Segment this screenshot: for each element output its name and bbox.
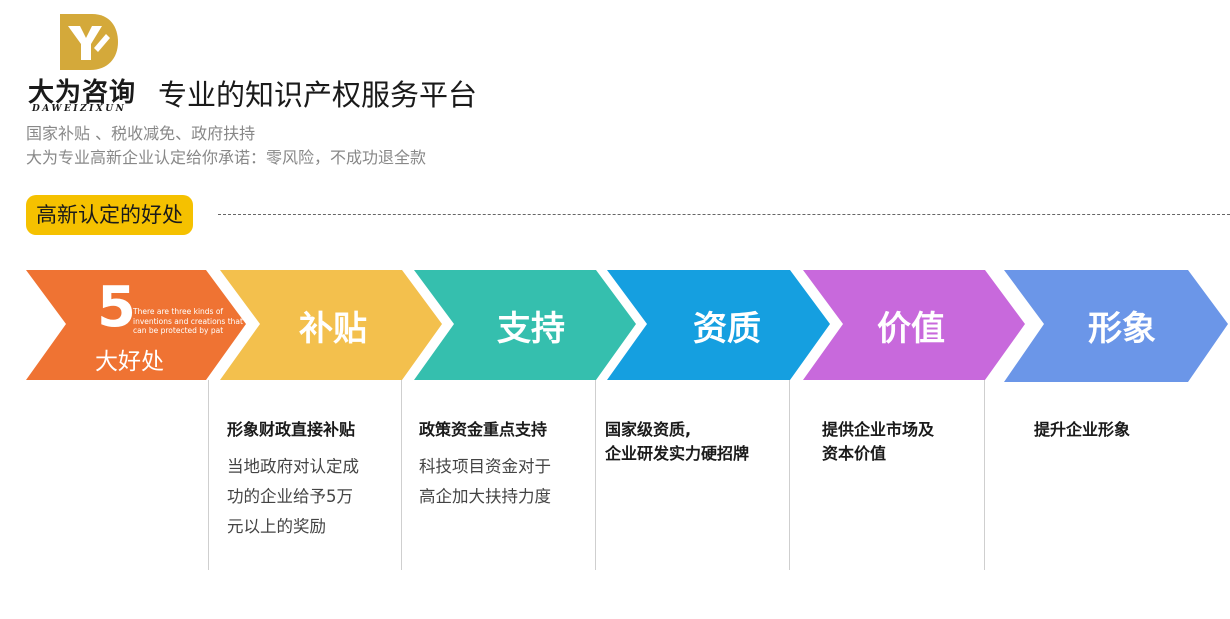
column-divider — [789, 380, 790, 570]
brand-name: 大为咨询 — [28, 78, 137, 108]
logo-mark-icon — [60, 14, 118, 70]
arrow-qualification-label: 资质 — [693, 309, 761, 349]
benefit-arrow-strip: 补贴 支持 资质 价值 形象 — [26, 270, 1228, 382]
benefit-image-column: 提升企业形象 — [1034, 418, 1130, 442]
brand-logo: 大为咨询 DAWEIZIXUN — [28, 12, 143, 114]
arrow-subsidy: 补贴 — [220, 270, 442, 380]
intro-line-1: 国家补贴 、税收减免、政府扶持 — [26, 124, 256, 143]
intro-line-2: 大为专业高新企业认定给你承诺：零风险，不成功退全款 — [26, 148, 427, 167]
arrow-support: 支持 — [414, 270, 636, 380]
arrow-image-label: 形象 — [1088, 309, 1156, 349]
benefit-count-caption: There are three kinds of inventions and … — [133, 307, 243, 335]
column-divider — [595, 380, 596, 570]
benefit-subsidy-column: 形象财政直接补贴 当地政府对认定成 功的企业给予5万 元以上的奖励 — [227, 418, 359, 542]
benefit-qualification-column: 国家级资质, 企业研发实力硬招牌 — [605, 418, 749, 466]
arrow-subsidy-label: 补贴 — [299, 309, 367, 349]
benefit-support-title: 政策资金重点支持 — [419, 420, 548, 439]
benefit-value-title: 提供企业市场及 资本价值 — [822, 420, 935, 463]
benefit-value-column: 提供企业市场及 资本价值 — [822, 418, 934, 466]
benefit-count: 5 — [97, 275, 136, 340]
section-title: 高新认定的好处 — [26, 195, 193, 235]
arrow-value: 价值 — [803, 270, 1025, 380]
column-divider — [401, 380, 402, 570]
brand-pinyin: DAWEIZIXUN — [32, 104, 127, 114]
intro-text: 国家补贴 、税收减免、政府扶持 大为专业高新企业认定给你承诺：零风险，不成功退全… — [26, 122, 426, 170]
arrow-support-label: 支持 — [497, 309, 565, 349]
benefit-subsidy-title: 形象财政直接补贴 — [227, 420, 356, 439]
arrow-value-label: 价值 — [877, 309, 945, 349]
column-divider — [984, 380, 985, 570]
arrow-image: 形象 — [1004, 270, 1228, 382]
benefit-support-column: 政策资金重点支持 科技项目资金对于 高企加大扶持力度 — [419, 418, 551, 512]
benefit-support-body: 科技项目资金对于 高企加大扶持力度 — [419, 457, 551, 506]
arrow-five-benefits — [26, 270, 246, 380]
benefit-count-subtitle: 大好处 — [95, 349, 164, 375]
benefit-qualification-title: 国家级资质, 企业研发实力硬招牌 — [605, 420, 750, 463]
column-divider — [208, 380, 209, 570]
brand-slogan: 专业的知识产权服务平台 — [158, 78, 478, 112]
section-divider-line — [218, 214, 1230, 215]
arrow-qualification: 资质 — [607, 270, 830, 380]
benefit-subsidy-body: 当地政府对认定成 功的企业给予5万 元以上的奖励 — [227, 457, 359, 536]
benefit-image-title: 提升企业形象 — [1034, 420, 1131, 439]
